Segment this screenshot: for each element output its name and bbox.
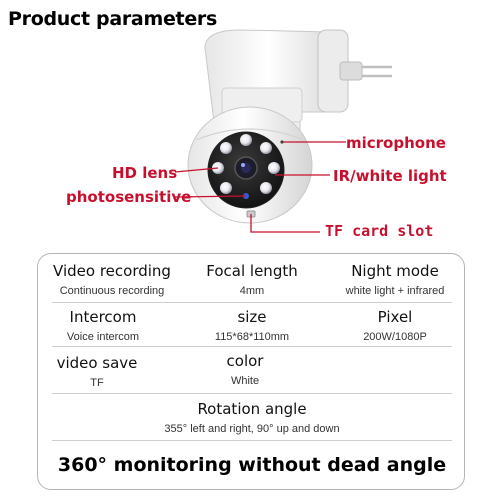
spec-key: size (237, 308, 267, 326)
page-title: Product parameters (8, 8, 217, 30)
spec-rotation-angle: Rotation angle 355° left and right, 90° … (38, 400, 466, 435)
spec-key: Video recording (53, 262, 171, 280)
photosensitive-label: photosensitive (66, 188, 192, 206)
spec-key: Rotation angle (197, 400, 307, 418)
spec-size: size 115*68*110mm (180, 308, 324, 343)
spec-value: TF (90, 377, 104, 389)
row-divider (52, 302, 452, 303)
spec-key: Intercom (69, 308, 137, 326)
hd-lens-label: HD lens (112, 164, 178, 182)
spec-focal-length: Focal length 4mm (180, 262, 324, 297)
spec-key: Pixel (377, 308, 413, 326)
spec-video-save: video save TF (38, 354, 156, 389)
spec-value: white light + infrared (345, 285, 445, 297)
spec-intercom: Intercom Voice intercom (38, 308, 168, 343)
spec-key: Focal length (206, 262, 298, 280)
spec-color: color White (180, 352, 310, 387)
microphone-label: microphone (346, 134, 446, 152)
ir-white-light-label: IR/white light (333, 167, 447, 185)
spec-value: 200W/1080P (363, 331, 427, 343)
spec-value: Voice intercom (66, 331, 140, 343)
spec-pixel: Pixel 200W/1080P (324, 308, 466, 343)
spec-value: 355° left and right, 90° up and down (164, 423, 340, 435)
spec-night-mode: Night mode white light + infrared (324, 262, 466, 297)
camera-illustration (174, 29, 392, 233)
row-divider (52, 393, 452, 394)
spec-panel: Video recording Continuous recording Foc… (37, 253, 465, 490)
spec-value: White (230, 375, 260, 387)
spec-key: color (226, 352, 264, 370)
spec-key: Night mode (351, 262, 439, 280)
row-divider (52, 346, 452, 347)
spec-value: 4mm (239, 285, 265, 297)
footer-slogan: 360° monitoring without dead angle (57, 454, 447, 476)
spec-value: Continuous recording (59, 285, 165, 297)
tf-card-slot-label: TF card slot (325, 222, 434, 240)
spec-video-recording: Video recording Continuous recording (38, 262, 186, 297)
spec-key: video save (56, 354, 138, 372)
spec-value: 115*68*110mm (214, 331, 290, 343)
row-divider (52, 440, 452, 441)
